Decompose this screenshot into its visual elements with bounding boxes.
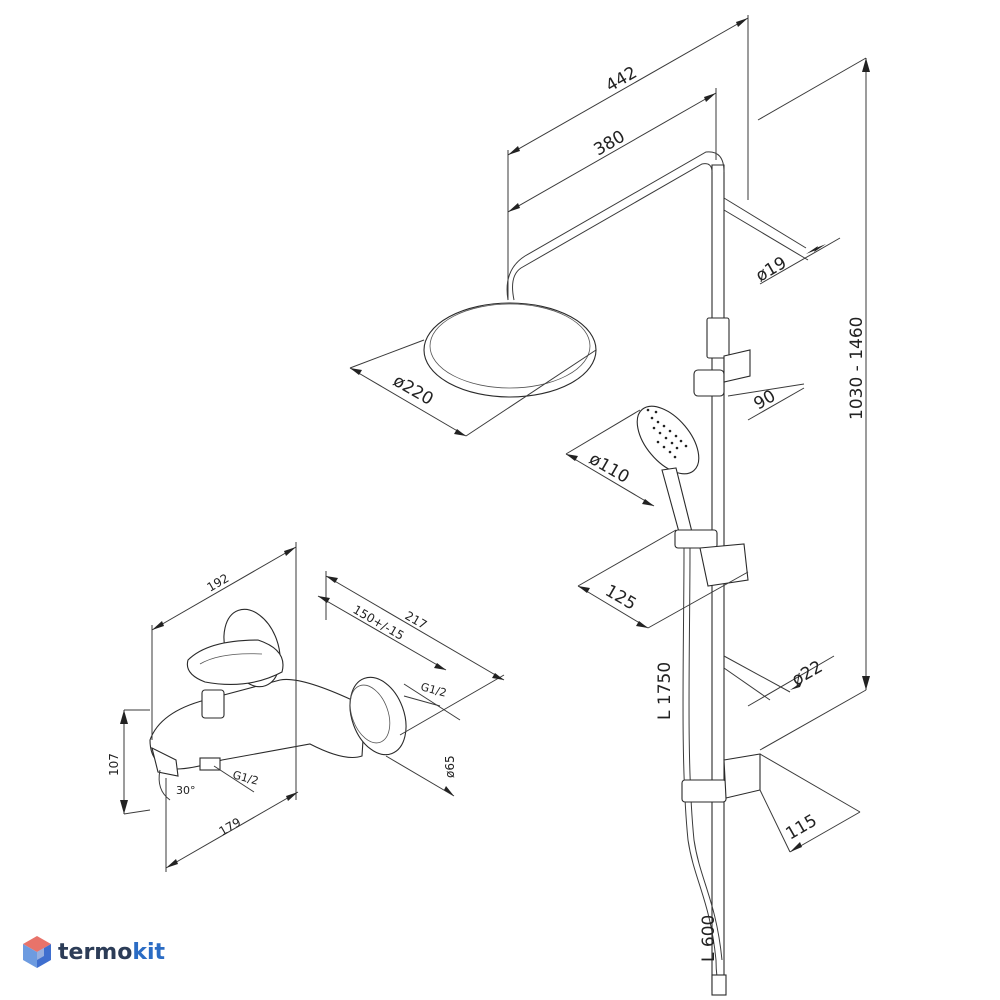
diverter-knob <box>723 349 751 383</box>
mixer-body <box>149 678 366 770</box>
wall-flange-right <box>349 676 407 756</box>
dimension-lines-mixer <box>120 542 505 872</box>
dim-90: 90 <box>751 386 780 414</box>
dim-125: 125 <box>602 581 640 615</box>
dim-l1750: L 1750 <box>655 662 675 720</box>
spout-tip <box>151 746 179 777</box>
hose-end <box>711 974 727 996</box>
diverter-button <box>201 689 225 719</box>
dim-30-deg: 30° <box>176 784 196 797</box>
dimension-lines-column <box>349 15 870 853</box>
logo-text-kit: kit <box>132 939 166 965</box>
dim-380: 380 <box>591 127 629 161</box>
lever-handle <box>186 639 284 685</box>
hose-left <box>682 547 717 961</box>
dim-442: 442 <box>603 63 641 97</box>
bath-mixer <box>149 608 407 777</box>
wall-bracket-lower <box>681 779 727 803</box>
rain-shower-head <box>423 302 597 398</box>
dim-d22: ø22 <box>789 657 827 690</box>
cube-icon <box>23 936 51 968</box>
dim-107: 107 <box>107 753 121 776</box>
diverter-block <box>693 369 725 397</box>
dim-192: 192 <box>205 571 232 595</box>
hose-right <box>688 547 723 961</box>
logo-text-termo: termo <box>58 939 133 965</box>
dim-d110: ø110 <box>586 449 633 488</box>
mixer-slider <box>723 753 761 799</box>
dim-g12-bottom: G1/2 <box>231 768 260 787</box>
column-joint-upper <box>706 317 730 359</box>
dim-d220: ø220 <box>390 371 437 410</box>
dim-d19: ø19 <box>753 253 791 286</box>
spray-nozzles <box>646 408 688 459</box>
hand-shower-holder <box>674 529 718 549</box>
dim-179: 179 <box>217 815 244 839</box>
overhead-arm-outer <box>506 151 725 301</box>
dimension-labels: 442 380 1030 - 1460 ø19 ø220 90 ø110 125… <box>107 63 867 962</box>
dim-150-15: 150+/-15 <box>351 602 407 642</box>
dim-115: 115 <box>783 811 821 845</box>
overhead-arm-inner <box>512 163 713 301</box>
dim-l600: L 600 <box>699 915 719 962</box>
hand-shower <box>636 405 700 544</box>
dim-1030-1460: 1030 - 1460 <box>847 317 867 420</box>
dim-d65: ø65 <box>443 755 457 778</box>
logo-text: termokit <box>58 940 165 965</box>
holder-slider <box>699 543 749 587</box>
shower-column <box>423 151 761 996</box>
termokit-logo: termokit <box>22 935 165 969</box>
